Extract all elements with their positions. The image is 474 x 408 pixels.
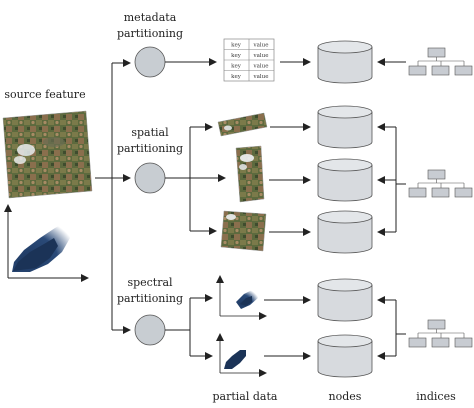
spatial-partition-node (135, 163, 165, 193)
index-root-box (428, 320, 445, 329)
index-root-box (428, 48, 445, 57)
spectral-scatter-1 (220, 276, 266, 316)
nodes-label: nodes (329, 390, 362, 403)
spatial-tile-3 (221, 211, 266, 251)
index-leaf-box (409, 338, 426, 347)
index-leaf-box (432, 338, 449, 347)
kv-row1-key: key (231, 53, 242, 59)
metadata-label-line2: partitioning (117, 27, 183, 40)
index-tree (409, 170, 472, 197)
spectral-connectors (165, 298, 212, 356)
spectral-scatter-2 (220, 334, 266, 373)
kv-row2-key: key (231, 64, 242, 70)
metadata-label-line1: metadata (124, 11, 177, 24)
source-scatter-plot (8, 205, 88, 278)
spatial-tile-2 (236, 146, 264, 202)
storage-nodes (318, 41, 372, 377)
kv-row2-value: value (253, 64, 269, 70)
storage-node-cylinder (318, 335, 372, 377)
storage-node-cylinder (318, 279, 372, 321)
index-to-node-arrows (378, 62, 406, 356)
spatial-tile-1 (218, 113, 267, 136)
index-tree (409, 320, 472, 347)
indices-label: indices (416, 390, 456, 403)
kv-row1-value: value (253, 53, 269, 59)
index-root-box (428, 170, 445, 179)
source-satellite-image (3, 111, 92, 198)
spatial-label-line2: partitioning (117, 142, 183, 155)
index-leaf-box (409, 188, 426, 197)
kv-header-value: value (253, 43, 269, 49)
spectral-partition-node (135, 315, 165, 345)
index-leaf-box (409, 66, 426, 75)
data-to-node-arrows (264, 62, 310, 356)
storage-node-cylinder (318, 106, 372, 148)
source-connectors (95, 63, 130, 330)
index-trees (409, 48, 472, 347)
key-value-table: key value key value key value key value (224, 39, 274, 81)
storage-node-cylinder (318, 211, 372, 253)
kv-row3-value: value (253, 74, 269, 80)
kv-row3-key: key (231, 74, 242, 80)
source-feature-label: source feature (4, 88, 85, 101)
metadata-partition-node (135, 47, 165, 77)
index-leaf-box (455, 188, 472, 197)
spectral-label-line2: partitioning (117, 292, 183, 305)
index-leaf-box (455, 338, 472, 347)
index-leaf-box (455, 66, 472, 75)
index-leaf-box (432, 66, 449, 75)
partial-data-label: partial data (213, 390, 278, 403)
storage-node-cylinder (318, 159, 372, 201)
spectral-label-line1: spectral (127, 276, 173, 289)
index-tree (409, 48, 472, 75)
spatial-label-line1: spatial (131, 126, 169, 139)
storage-node-cylinder (318, 41, 372, 83)
kv-header-key: key (231, 43, 242, 49)
index-leaf-box (432, 188, 449, 197)
